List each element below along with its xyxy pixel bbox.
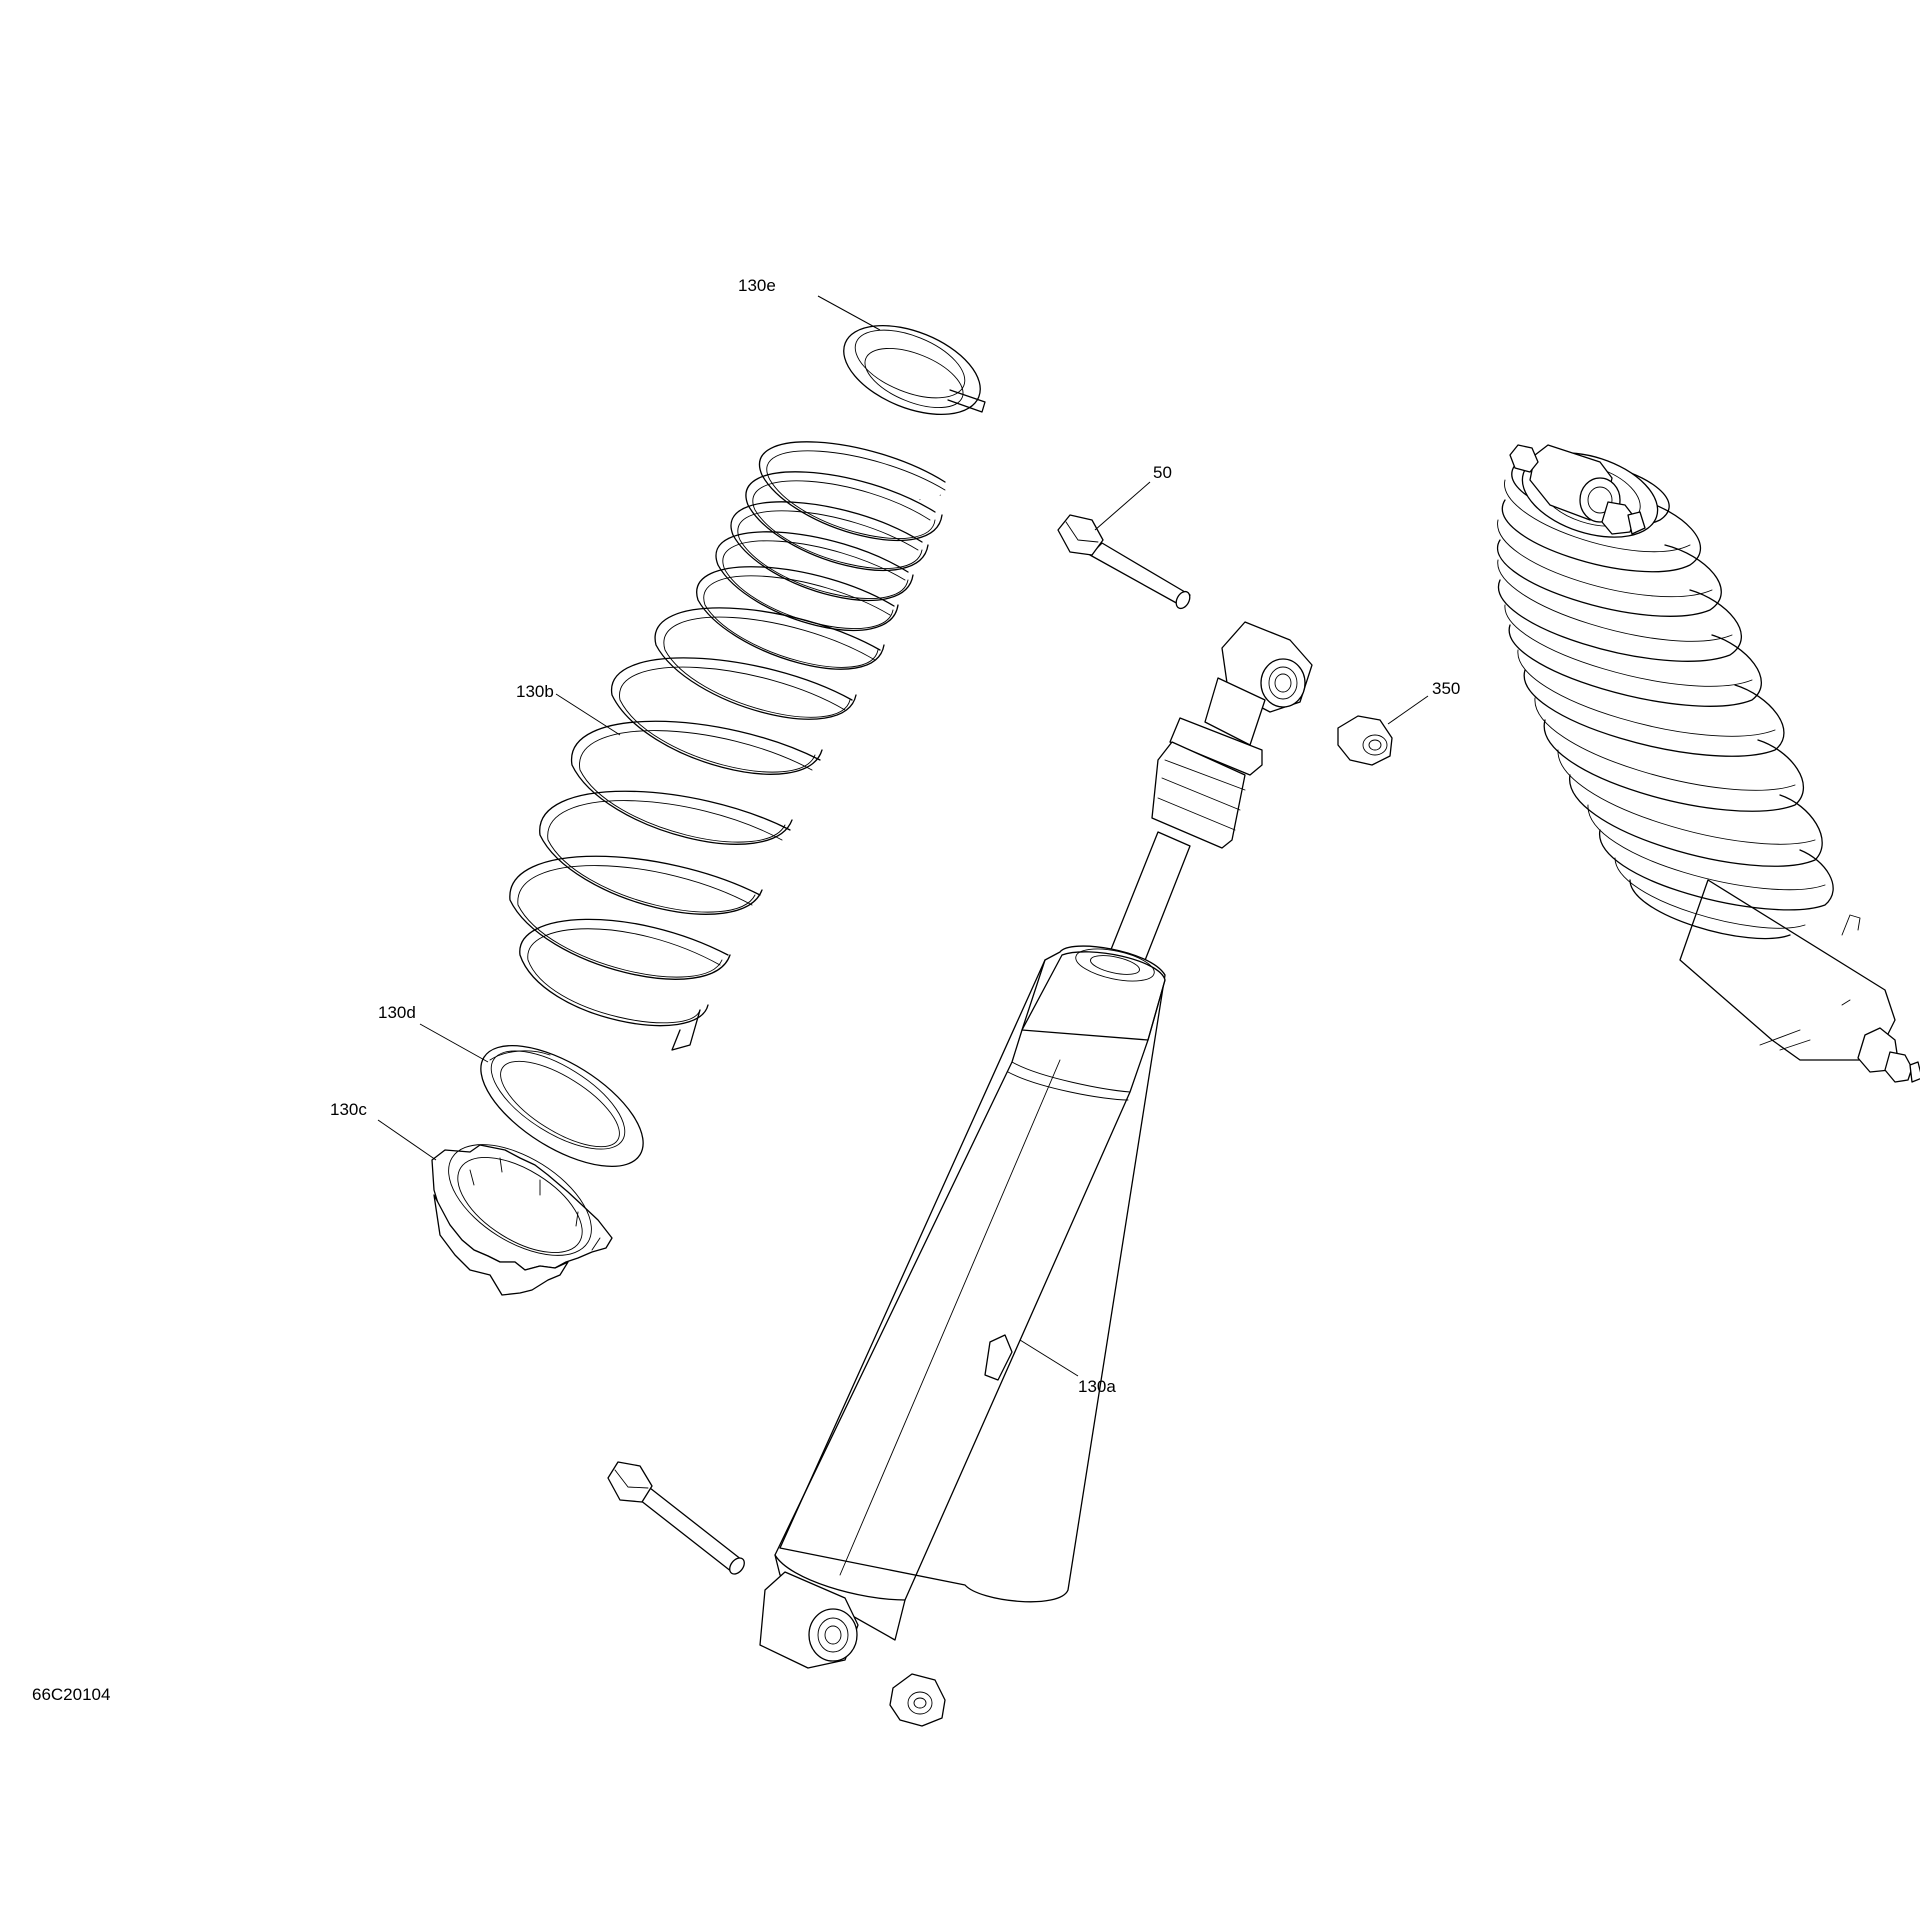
retainer-130c[interactable] [430,1122,613,1296]
callout-50: 50 [1153,463,1172,482]
assembled-shock-absorber[interactable] [1496,437,1920,1083]
upper-bolt-50[interactable] [1057,514,1193,611]
callout-130b: 130b [516,682,554,701]
callout-leader-130c [377,1119,437,1161]
callout-130e: 130e [738,276,776,295]
lower-nut[interactable] [889,1673,946,1727]
nut-350[interactable] [1337,715,1393,766]
coil-spring-130b[interactable] [509,434,946,1051]
lower-spring-seat-130d[interactable] [462,1022,663,1191]
callout-130a: 130a [1078,1377,1116,1396]
shock-absorber-130a[interactable] [759,621,1313,1669]
callout-350: 350 [1432,679,1460,698]
callout-leader-130e [817,295,881,331]
callout-130d: 130d [378,1003,416,1022]
callout-leader-130b [555,693,621,736]
callout-leader-130d [419,1023,489,1063]
reference-code: 66C20104 [32,1685,110,1704]
lower-bolt[interactable] [607,1461,747,1577]
callout-130c: 130c [330,1100,367,1119]
upper-spring-seat-130e[interactable] [831,308,993,432]
callout-leader-350 [1387,695,1429,725]
callout-leader-50 [1094,481,1151,531]
callout-leader-130a [1019,1339,1079,1377]
